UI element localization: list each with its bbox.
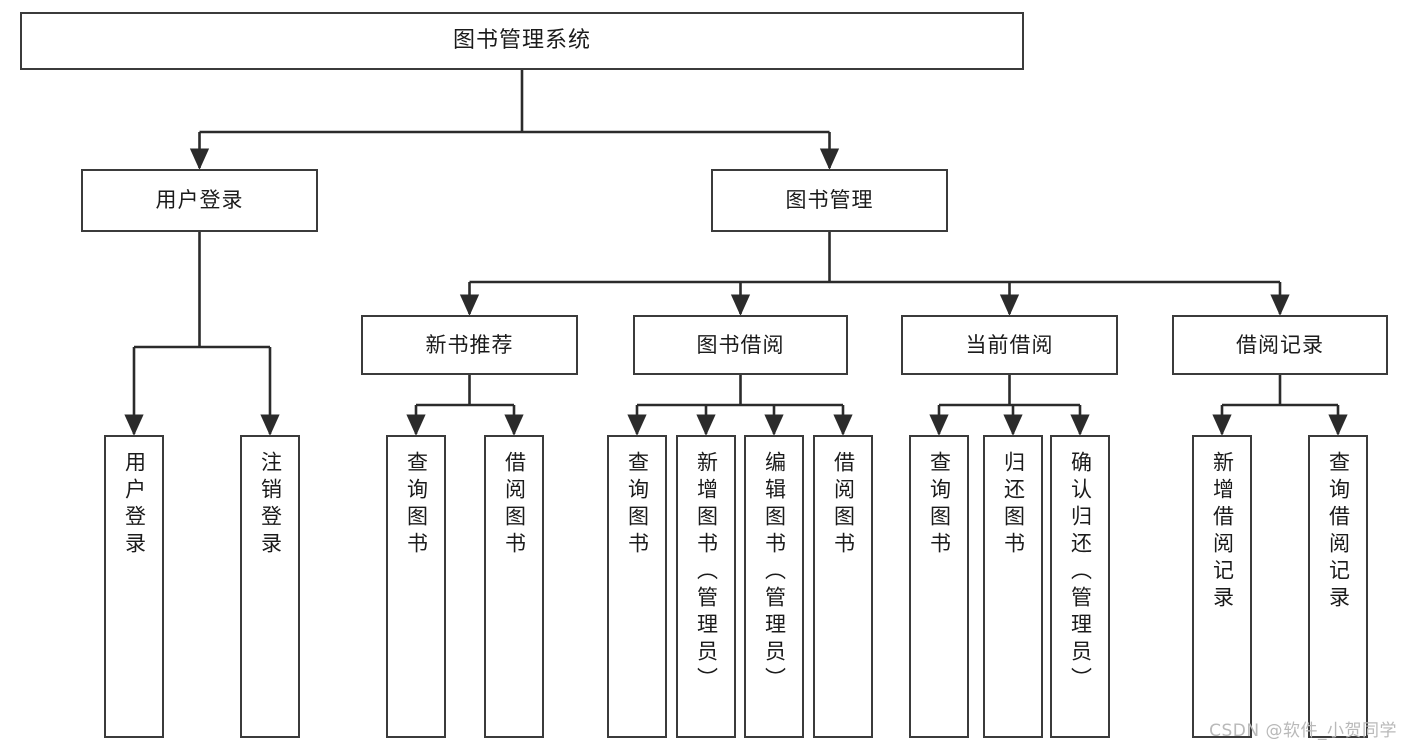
node-leaf-add-book[interactable]: 新增图书（管理员） (676, 435, 736, 738)
node-root[interactable]: 图书管理系统 (20, 12, 1024, 70)
node-leaf-confirm-return-label: 确认归还（管理员） (1068, 451, 1093, 694)
node-borrow-record[interactable]: 借阅记录 (1172, 315, 1388, 375)
node-borrow-record-label: 借阅记录 (1236, 332, 1324, 357)
node-book-borrow[interactable]: 图书借阅 (633, 315, 848, 375)
node-leaf-add-record-label: 新增借阅记录 (1210, 451, 1235, 613)
node-new-book-recommendation-label: 新书推荐 (425, 332, 514, 357)
node-leaf-borrow-book-1-label: 借阅图书 (502, 451, 527, 559)
node-leaf-borrow-book-2-label: 借阅图书 (831, 451, 856, 559)
node-leaf-add-book-label: 新增图书（管理员） (694, 451, 719, 694)
node-leaf-logout-label: 注销登录 (258, 451, 283, 559)
node-current-borrow-label: 当前借阅 (965, 332, 1054, 357)
node-book-borrow-label: 图书借阅 (696, 332, 785, 357)
node-leaf-borrow-book-1[interactable]: 借阅图书 (484, 435, 544, 738)
node-book-manage[interactable]: 图书管理 (711, 169, 948, 232)
node-leaf-user-login-label: 用户登录 (122, 451, 147, 559)
node-leaf-add-record[interactable]: 新增借阅记录 (1192, 435, 1252, 738)
node-leaf-query-record-label: 查询借阅记录 (1326, 451, 1351, 613)
node-current-borrow[interactable]: 当前借阅 (901, 315, 1118, 375)
node-leaf-confirm-return[interactable]: 确认归还（管理员） (1050, 435, 1110, 738)
node-leaf-user-login[interactable]: 用户登录 (104, 435, 164, 738)
node-leaf-logout[interactable]: 注销登录 (240, 435, 300, 738)
node-leaf-query-book-1-label: 查询图书 (404, 451, 429, 559)
connector-lines (124, 70, 1348, 436)
watermark-text: CSDN @软件_小贺同学 (1209, 721, 1397, 741)
node-user-login[interactable]: 用户登录 (81, 169, 318, 232)
node-leaf-query-book-3[interactable]: 查询图书 (909, 435, 969, 738)
node-leaf-query-book-2[interactable]: 查询图书 (607, 435, 667, 738)
node-leaf-query-book-1[interactable]: 查询图书 (386, 435, 446, 738)
node-book-manage-label: 图书管理 (785, 188, 874, 213)
node-leaf-query-record[interactable]: 查询借阅记录 (1308, 435, 1368, 738)
node-leaf-borrow-book-2[interactable]: 借阅图书 (813, 435, 873, 738)
node-root-label: 图书管理系统 (452, 28, 591, 54)
node-leaf-query-book-2-label: 查询图书 (625, 451, 650, 559)
node-leaf-edit-book-label: 编辑图书（管理员） (762, 451, 787, 694)
node-leaf-query-book-3-label: 查询图书 (927, 451, 952, 559)
node-new-book-recommendation[interactable]: 新书推荐 (361, 315, 578, 375)
node-leaf-return-book[interactable]: 归还图书 (983, 435, 1043, 738)
node-leaf-return-book-label: 归还图书 (1001, 451, 1026, 559)
node-user-login-label: 用户登录 (155, 188, 244, 213)
node-leaf-edit-book[interactable]: 编辑图书（管理员） (744, 435, 804, 738)
